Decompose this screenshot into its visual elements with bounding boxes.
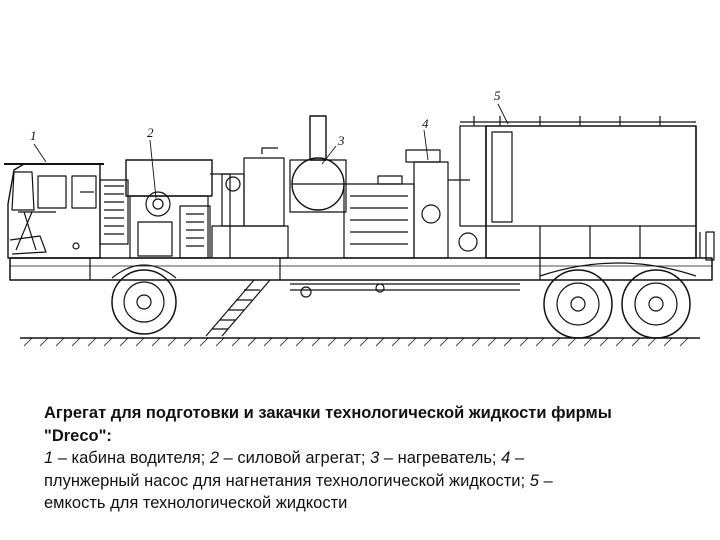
callout-label: 2 <box>147 125 154 140</box>
plunger-pump <box>343 149 478 259</box>
legend-number: 4 <box>501 449 511 467</box>
caption-legend-line: емкость для технологической жидкости <box>44 492 684 515</box>
callout-label: 1 <box>30 128 37 143</box>
driver-cab <box>4 163 104 259</box>
caption-title-line: "Dreco": <box>44 426 112 445</box>
legend-text: – <box>510 449 525 467</box>
caption-legend-line: 1 – кабина водителя; 2 – силовой агрегат… <box>44 447 684 470</box>
caption-title-line: Агрегат для подготовки и закачки техноло… <box>44 404 612 422</box>
chassis-frame <box>9 231 715 281</box>
legend-number: 3 <box>370 449 380 467</box>
callout-label: 4 <box>422 116 429 131</box>
access-ladder <box>205 279 271 337</box>
legend-text: – нагреватель; <box>379 449 502 467</box>
legend-text: – силовой агрегат; <box>219 449 371 467</box>
callout-label: 5 <box>494 88 501 103</box>
liquid-tank <box>459 116 697 259</box>
legend-number: 5 <box>529 471 539 490</box>
legend-number: 1 <box>44 449 54 467</box>
rear-wheel <box>543 269 613 339</box>
rear-wheel <box>539 262 697 339</box>
figure-caption: Агрегат для подготовки и закачки техноло… <box>44 402 684 515</box>
callout-leaders <box>33 103 509 199</box>
legend-text: – кабина водителя; <box>53 449 210 467</box>
caption-legend-line: плунжерный насос для нагнетания технолог… <box>44 470 684 493</box>
front-wheel <box>111 264 177 335</box>
callout-label: 3 <box>337 133 345 148</box>
legend-text: – <box>538 471 553 490</box>
legend-text: плунжерный насос для нагнетания технолог… <box>44 471 530 490</box>
drive-shaft <box>290 283 520 298</box>
ground-line <box>20 337 700 347</box>
heater <box>211 115 347 259</box>
power-unit <box>99 159 231 259</box>
legend-number: 2 <box>209 449 219 467</box>
truck-diagram: 1 2 3 4 5 <box>4 88 715 347</box>
legend-text: емкость для технологической жидкости <box>44 494 348 512</box>
